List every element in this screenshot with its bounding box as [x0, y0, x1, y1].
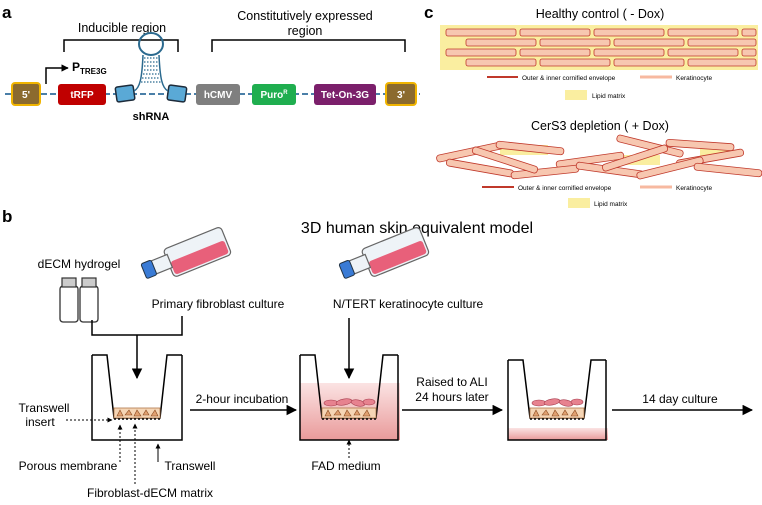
depleted-keratinocyte-cell: [495, 140, 565, 156]
shrna-left-box: [114, 84, 136, 103]
healthy-keratinocyte-cell: [667, 28, 739, 37]
dECM-label: dECM hydrogel: [38, 257, 121, 271]
dECM-vials-icon: [59, 277, 99, 323]
healthy-title: Healthy control ( - Dox): [536, 7, 665, 21]
healthy-keratinocyte-cell: [741, 28, 757, 37]
healthy-keratinocyte-cell: [613, 38, 685, 47]
puro-block: [252, 84, 296, 105]
panel-c: c Healthy control ( - Dox) Outer & inner…: [424, 3, 762, 208]
healthy-keratinocyte-cell: [519, 48, 591, 57]
panel-a: a Inducible region Constitutively expres…: [2, 3, 420, 123]
fad-medium-fill-3: [508, 428, 608, 440]
healthy-keratinocyte-cell: [445, 28, 517, 37]
puro-label: PuroR: [260, 90, 288, 101]
healthy-legend-envelope: Outer & inner cornified envelope: [522, 75, 616, 82]
healthy-keratinocyte-cell: [741, 48, 757, 57]
keratinocyte-cells-3: [531, 398, 584, 407]
panel-a-letter: a: [2, 3, 12, 22]
transwell-1: [91, 354, 183, 441]
healthy-keratinocyte-cell: [465, 58, 537, 67]
shrna-hairpin-stem-right: [158, 54, 169, 92]
day-culture-label: 14 day culture: [642, 392, 718, 406]
teton-block: [314, 84, 376, 105]
healthy-keratinocyte-cell: [687, 38, 757, 47]
fibroblast-flask-icon: [140, 227, 232, 279]
healthy-keratinocyte-cell: [519, 28, 591, 37]
three-prime-label: 3': [397, 90, 405, 101]
depleted-legend-lipid-swatch: [568, 198, 590, 208]
matrix-label: Fibroblast-dECM matrix: [87, 486, 213, 500]
hcmv-label: hCMV: [204, 90, 233, 101]
transwell-2: [299, 354, 400, 441]
healthy-legend-keratinocyte: Keratinocyte: [676, 75, 713, 82]
depleted-legend-envelope: Outer & inner cornified envelope: [518, 185, 612, 192]
promoter-label: PTRE3G: [72, 60, 107, 76]
panel-c-letter: c: [424, 3, 433, 22]
depleted-keratinocytes: [436, 134, 762, 180]
five-prime-label: 5': [22, 90, 30, 101]
healthy-keratinocyte-cell: [593, 48, 665, 57]
depleted-keratinocyte-cell: [665, 138, 735, 152]
shrna-hairpin-loop: [138, 32, 164, 56]
shrna-label: shRNA: [133, 111, 170, 123]
shrna-base-pairs: [141, 57, 161, 83]
fibroblast-cells-1: [116, 409, 159, 417]
healthy-keratinocyte-cell: [667, 48, 739, 57]
depleted-legend-lipid: Lipid matrix: [594, 201, 628, 208]
constitutive-region-label-1: Constitutively expressed: [237, 9, 373, 23]
constitutive-region-label-2: region: [288, 24, 323, 38]
healthy-keratinocyte-cell: [539, 38, 611, 47]
panel-b: b 3D human skin equivalent model dECM hy…: [2, 207, 754, 500]
panel-b-letter: b: [2, 207, 12, 226]
fibroblast-cells-2: [324, 409, 371, 417]
depleted-keratinocyte-cell: [601, 144, 669, 172]
fad-medium-label: FAD medium: [311, 459, 380, 473]
inducible-region-label: Inducible region: [78, 21, 166, 35]
healthy-keratinocyte-cell: [465, 38, 537, 47]
hcmv-block: [196, 84, 240, 105]
healthy-keratinocyte-cell: [687, 58, 757, 67]
raised-label-1: Raised to ALI: [416, 375, 487, 389]
keratinocyte-flask-icon: [338, 227, 430, 279]
transwell-insert-label-2: insert: [25, 415, 55, 429]
healthy-legend-lipid: Lipid matrix: [592, 93, 626, 100]
merge-bracket: [91, 316, 183, 336]
healthy-keratinocyte-cell: [613, 58, 685, 67]
porous-membrane-label: Porous membrane: [19, 459, 118, 473]
trfp-block: [58, 84, 106, 105]
trfp-label: tRFP: [70, 90, 94, 101]
healthy-keratinocytes: [445, 28, 757, 67]
healthy-keratinocyte-cell: [593, 28, 665, 37]
fibroblast-cells-3: [532, 409, 579, 417]
three-prime-ltr-block: [385, 82, 417, 106]
depleted-keratinocyte-cell: [471, 146, 539, 174]
transwell-label: Transwell: [165, 459, 216, 473]
transwell-insert-label-1: Transwell: [19, 401, 70, 415]
healthy-keratinocyte-cell: [539, 58, 611, 67]
five-prime-ltr-block: [11, 82, 41, 106]
constitutive-bracket: [211, 39, 406, 52]
healthy-keratinocyte-cell: [445, 48, 517, 57]
shrna-hairpin-stem-left: [133, 54, 144, 92]
shrna-right-box: [166, 84, 188, 103]
incubation-label: 2-hour incubation: [196, 392, 289, 406]
keratinocyte-cells-2: [323, 398, 376, 407]
keratinocyte-culture-label: N/TERT keratinocyte culture: [333, 297, 484, 311]
fibroblast-culture-label: Primary fibroblast culture: [152, 297, 285, 311]
transwell-3: [507, 359, 608, 441]
depleted-keratinocyte-cell: [693, 162, 762, 178]
healthy-legend-lipid-swatch: [565, 90, 587, 100]
depleted-legend-keratinocyte: Keratinocyte: [676, 185, 713, 192]
depleted-keratinocyte-cell: [636, 156, 704, 180]
promoter-arrow: [45, 64, 69, 84]
inducible-bracket: [63, 39, 179, 52]
teton-label: Tet-On-3G: [321, 90, 369, 101]
raised-label-2: 24 hours later: [415, 390, 488, 404]
depleted-title: CerS3 depletion ( + Dox): [531, 119, 669, 133]
